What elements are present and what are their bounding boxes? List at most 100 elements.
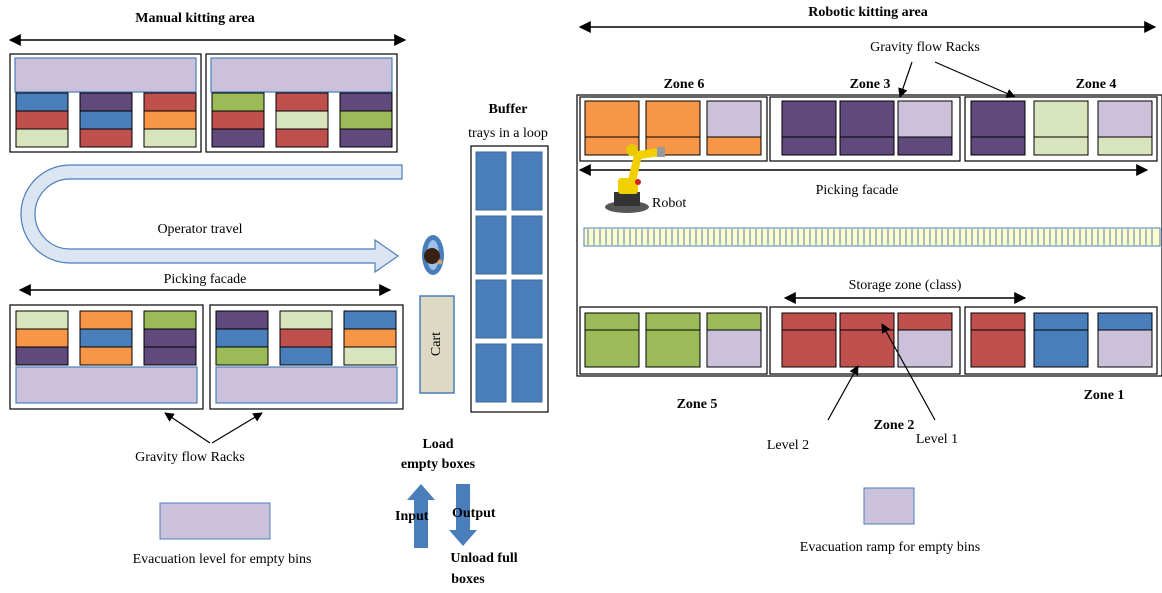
robotic-bottom-bin-level-1: [645, 329, 701, 368]
manual-gravity-racks-label: Gravity flow Racks: [135, 450, 245, 465]
storage-zone-label: Storage zone (class): [848, 278, 962, 293]
robotic-top-bin-level-1: [839, 136, 895, 156]
robotic-gravity-racks-label: Gravity flow Racks: [870, 40, 980, 55]
manual-bin: [15, 346, 69, 366]
manual-bin: [143, 328, 197, 348]
zone3-label: Zone 3: [849, 77, 891, 92]
robotic-top-bin-level-2: [645, 100, 701, 138]
manual-bin: [275, 110, 329, 130]
robot-icon: [605, 144, 665, 213]
manual-bin: [215, 346, 269, 366]
zone6-label: Zone 6: [663, 77, 705, 92]
robotic-bottom-bin-level-1: [584, 329, 640, 368]
load-label-line2: empty boxes: [400, 457, 476, 472]
manual-bottom-rack-frame: [9, 304, 204, 410]
robotic-top-bin-level-2: [1097, 100, 1153, 138]
robotic-area-title: Robotic kitting area: [808, 5, 928, 20]
manual-bin: [339, 110, 393, 130]
robotic-bottom-bin-level-1: [781, 329, 837, 368]
robot-rail: [583, 227, 1161, 247]
robotic-picking-facade-label: Picking facade: [815, 183, 899, 198]
manual-evacuation-legend-swatch: [159, 502, 271, 540]
manual-bin: [143, 92, 197, 112]
buffer-tray: [511, 151, 543, 211]
manual-top-rack-frame: [205, 53, 398, 153]
robotic-racks-pointer-left: [898, 61, 913, 98]
unload-label-line2: boxes: [451, 572, 485, 587]
buffer-tray: [475, 151, 507, 211]
robotic-top-bin-level-2: [839, 100, 895, 138]
operator-icon: [422, 235, 444, 275]
manual-bin: [279, 346, 333, 366]
manual-bin: [15, 110, 69, 130]
manual-bin: [275, 128, 329, 148]
robotic-bottom-zone-frame: [579, 306, 768, 375]
manual-bin: [15, 128, 69, 148]
manual-bin: [343, 328, 397, 348]
robotic-top-racks: [579, 96, 1158, 162]
manual-bin: [211, 92, 265, 112]
robotic-top-bin-level-1: [1033, 136, 1089, 156]
manual-bin: [79, 92, 133, 112]
manual-top-rack-frame: [9, 53, 202, 153]
robotic-bottom-bin-level-1: [970, 329, 1026, 368]
manual-bin: [79, 328, 133, 348]
input-arrow: [407, 484, 435, 548]
level1-label: Level 1: [915, 432, 959, 447]
buffer-tray: [511, 215, 543, 275]
manual-bin: [211, 128, 265, 148]
robotic-racks-pointer-right: [934, 61, 1016, 98]
manual-evacuation-level: [14, 57, 197, 93]
robotic-top-zone-frame: [769, 96, 961, 162]
manual-bin: [143, 110, 197, 130]
manual-bin: [279, 310, 333, 330]
robotic-top-bin-level-2: [897, 100, 953, 138]
robotic-top-bin-level-1: [706, 136, 762, 156]
level2-label: Level 2: [766, 438, 810, 453]
zone5-label: Zone 5: [676, 397, 718, 412]
robotic-bottom-bin-level-2: [781, 312, 837, 331]
buffer-trays: [475, 151, 543, 403]
robotic-top-bin-level-2: [706, 100, 762, 138]
robotic-top-bin-level-2: [1033, 100, 1089, 138]
buffer-tray: [475, 343, 507, 403]
manual-bin: [143, 346, 197, 366]
robotic-bottom-zone-frame: [769, 306, 961, 375]
manual-evacuation-level: [215, 366, 398, 404]
manual-bin: [211, 110, 265, 130]
level2-pointer: [827, 365, 859, 421]
manual-bin: [215, 310, 269, 330]
load-label-line1: Load: [422, 437, 454, 452]
manual-evacuation-level: [15, 366, 198, 404]
robotic-bottom-bin-level-2: [645, 312, 701, 331]
manual-bin: [15, 328, 69, 348]
robotic-bottom-bin-level-2: [584, 312, 640, 331]
robotic-bottom-bin-level-1: [1097, 329, 1153, 368]
output-label: Output: [452, 506, 496, 521]
robotic-bottom-bin-level-1: [897, 329, 953, 368]
robotic-top-bin-level-2: [584, 100, 640, 138]
robotic-bottom-zone-frame: [964, 306, 1158, 375]
unload-label-line1: Unload full: [450, 551, 518, 566]
manual-bin: [279, 328, 333, 348]
cart-label: Cart: [429, 331, 444, 357]
buffer-tray: [511, 279, 543, 339]
manual-bin: [343, 310, 397, 330]
manual-bin: [339, 128, 393, 148]
robotic-top-bin-level-2: [970, 100, 1026, 138]
zone4-label: Zone 4: [1075, 77, 1117, 92]
manual-area-title: Manual kitting area: [135, 11, 255, 26]
zone1-label: Zone 1: [1083, 388, 1125, 403]
robotic-bottom-bin-level-2: [706, 312, 762, 331]
manual-bottom-racks: [9, 304, 404, 410]
robotic-bottom-racks: [579, 306, 1158, 375]
manual-picking-facade-label: Picking facade: [163, 272, 247, 287]
buffer-tray: [511, 343, 543, 403]
manual-racks-pointer-left: [164, 412, 211, 444]
manual-top-racks: [9, 53, 398, 153]
robotic-bottom-bin-level-2: [897, 312, 953, 331]
manual-bottom-rack-frame: [209, 304, 404, 410]
manual-bin: [275, 92, 329, 112]
buffer-tray: [475, 279, 507, 339]
robotic-bottom-bin-level-1: [1033, 329, 1089, 368]
